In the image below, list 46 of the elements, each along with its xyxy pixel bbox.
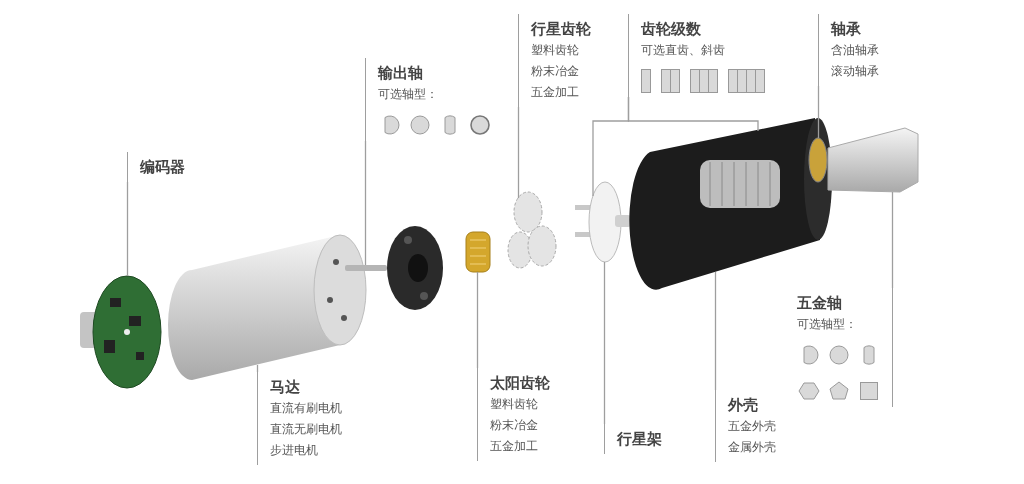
shaft-drawing bbox=[827, 127, 919, 193]
callout-item: 五金加工 bbox=[490, 438, 539, 455]
callout-title: 太阳齿轮 bbox=[490, 373, 551, 394]
leader-line bbox=[714, 271, 717, 391]
leader-line bbox=[891, 191, 894, 289]
callout-title: 编码器 bbox=[140, 157, 186, 178]
leader-line bbox=[364, 140, 367, 266]
callout-title: 齿轮级数 bbox=[641, 19, 702, 40]
motor-drawing bbox=[168, 234, 367, 380]
bearing-drawing bbox=[808, 137, 828, 183]
callout-item: 塑料齿轮 bbox=[531, 42, 580, 59]
callout-title: 五金轴 bbox=[797, 293, 843, 314]
callout-title: 行星架 bbox=[617, 429, 663, 450]
callout bbox=[797, 288, 893, 407]
callout-title: 输出轴 bbox=[378, 63, 424, 84]
leader-line bbox=[256, 364, 259, 373]
gear-housing-drawing bbox=[629, 118, 832, 290]
callout-item: 五金外壳 bbox=[728, 418, 777, 435]
callout-title: 行星齿轮 bbox=[531, 19, 592, 40]
callout-item: 直流无刷电机 bbox=[270, 421, 343, 438]
callout-item: 金属外壳 bbox=[728, 439, 777, 456]
leader-line bbox=[627, 96, 759, 132]
callout-item: 含油轴承 bbox=[831, 42, 880, 59]
callout-item: 粉末冶金 bbox=[490, 417, 539, 434]
sun-gear-drawing bbox=[465, 231, 491, 273]
planet-carrier-drawing bbox=[575, 181, 631, 263]
leader-line bbox=[126, 181, 129, 277]
callout-item: 粉末冶金 bbox=[531, 63, 580, 80]
callout-item: 可选直齿、斜齿 bbox=[641, 42, 726, 59]
callout-item: 可选轴型： bbox=[378, 86, 439, 103]
callout-item: 塑料齿轮 bbox=[490, 396, 539, 413]
callout-item: 五金加工 bbox=[531, 84, 580, 101]
leader-line bbox=[517, 106, 520, 199]
leader-line bbox=[817, 85, 820, 139]
output-shaft-drawing bbox=[345, 265, 387, 271]
leader-line bbox=[476, 271, 479, 369]
callout-item: 直流有刷电机 bbox=[270, 400, 343, 417]
callout-title: 外壳 bbox=[728, 395, 759, 416]
callout-item: 可选轴型： bbox=[797, 316, 858, 333]
encoder-board-drawing bbox=[80, 275, 162, 389]
callout-title: 马达 bbox=[270, 377, 301, 398]
callout-title: 轴承 bbox=[831, 19, 862, 40]
callout-item: 滚动轴承 bbox=[831, 63, 880, 80]
planet-gears-drawing bbox=[507, 191, 557, 269]
callout-item: 步进电机 bbox=[270, 442, 319, 459]
leader-line bbox=[603, 261, 606, 425]
